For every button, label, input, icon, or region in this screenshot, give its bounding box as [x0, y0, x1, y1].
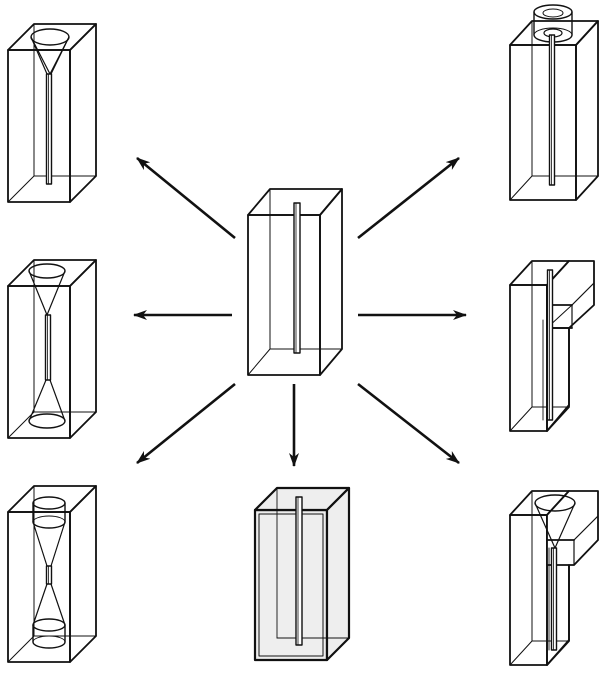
arrow-to-cylinder-top [357, 156, 460, 240]
cone-side-chamber [509, 490, 599, 666]
shaded-block [253, 486, 351, 662]
arrow-to-cone-top [136, 156, 236, 240]
straight-channel [247, 188, 343, 376]
arrows [133, 156, 467, 467]
arrow-to-double-cone-cylinders [136, 382, 236, 465]
arrow-to-cone-side-chamber [357, 382, 460, 465]
cylinder-top [509, 4, 599, 201]
double-cone-cylinders [7, 485, 97, 663]
double-cone [7, 259, 97, 439]
side-chamber [509, 260, 595, 432]
cone-top [7, 23, 97, 203]
